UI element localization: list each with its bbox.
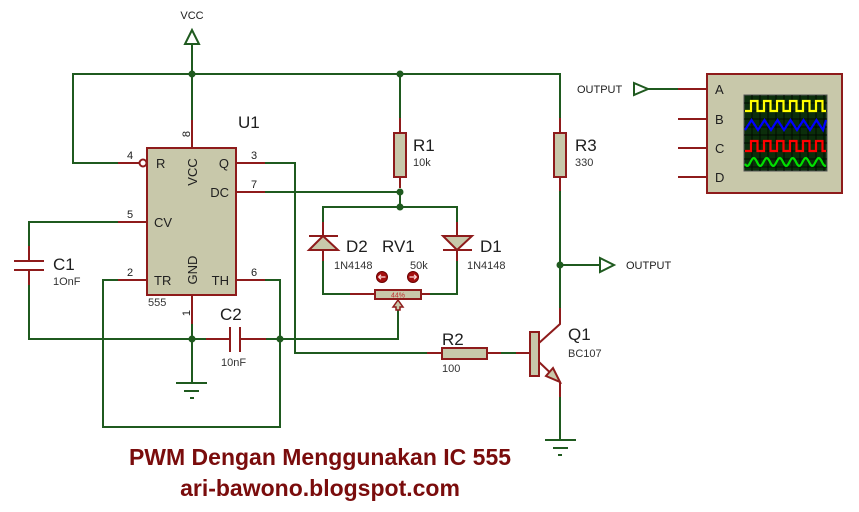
wiper-arrow-icon bbox=[391, 298, 405, 311]
pin-label-cv: CV bbox=[154, 215, 172, 230]
vcc-terminal[interactable]: VCC bbox=[180, 10, 204, 75]
pin-label-dc: DC bbox=[210, 185, 229, 200]
pin-label-tr: TR bbox=[154, 273, 171, 288]
title-line-2: ari-bawono.blogspot.com bbox=[180, 475, 460, 501]
ground-icon bbox=[176, 382, 207, 399]
arrow-left-icon bbox=[378, 274, 386, 280]
pin-label-vcc: VCC bbox=[185, 158, 200, 185]
pin-label-q: Q bbox=[219, 156, 229, 171]
scope-channel-a-label: A bbox=[715, 82, 724, 97]
scope-channel-d-label: D bbox=[715, 170, 724, 185]
vcc-arrow-icon bbox=[183, 27, 201, 45]
scope-channel-c-label: C bbox=[715, 141, 724, 156]
wire-cv-to-c1 bbox=[28, 221, 118, 247]
c1-ref-label: C1 bbox=[53, 255, 75, 274]
title-line-1: PWM Dengan Menggunakan IC 555 bbox=[129, 444, 511, 470]
pin-label-gnd: GND bbox=[185, 256, 200, 285]
lead-q1-collector bbox=[538, 308, 561, 344]
pin-number-7: 7 bbox=[251, 179, 257, 191]
wire-tr-th-loop bbox=[102, 279, 281, 428]
d2-ref-label: D2 bbox=[346, 237, 368, 256]
junction-th bbox=[276, 335, 284, 343]
resistor-r2[interactable]: R2 100 bbox=[427, 330, 502, 375]
scope-traces bbox=[744, 99, 828, 168]
input-arrow-icon bbox=[633, 81, 651, 97]
junction-diodes bbox=[396, 203, 404, 211]
r3-value-label: 330 bbox=[575, 157, 593, 169]
r3-ref-label: R3 bbox=[575, 136, 597, 155]
scope-input-label: OUTPUT bbox=[577, 84, 623, 96]
pin-number-3: 3 bbox=[251, 150, 257, 162]
pin-number-2: 2 bbox=[127, 267, 133, 279]
wire-d2-to-pot bbox=[322, 261, 351, 295]
c2-value-label: 10nF bbox=[221, 357, 246, 369]
emitter-arrow-icon bbox=[544, 366, 563, 384]
wire-diode-top bbox=[322, 206, 458, 223]
d2-value-label: 1N4148 bbox=[334, 260, 373, 272]
pin-number-4: 4 bbox=[127, 150, 133, 162]
q1-base-bar bbox=[529, 331, 540, 377]
q1-ref-label: Q1 bbox=[568, 325, 591, 344]
output-terminal[interactable]: OUTPUT bbox=[559, 256, 672, 274]
pot-decrease-button[interactable] bbox=[376, 271, 388, 283]
wire-ground-bus bbox=[28, 284, 207, 340]
resistor-r1[interactable]: R1 10k bbox=[393, 73, 435, 188]
rv1-value-label: 50k bbox=[410, 260, 428, 272]
d2-triangle-icon bbox=[306, 234, 341, 251]
ic-555-u1[interactable]: 8 4 3 7 5 2 6 1 R VCC Q DC CV TR GND TH … bbox=[72, 73, 266, 325]
diode-d2[interactable]: D2 1N4148 bbox=[306, 222, 373, 272]
scope-trace-d bbox=[744, 156, 827, 168]
scope-trace-c bbox=[745, 139, 826, 153]
rv1-position-label: 44% bbox=[391, 293, 405, 300]
q1-value-label: BC107 bbox=[568, 348, 602, 360]
c1-value-label: 1OnF bbox=[53, 276, 81, 288]
pin-number-5: 5 bbox=[127, 209, 133, 221]
pot-increase-button[interactable] bbox=[407, 271, 419, 283]
junction-gnd bbox=[188, 335, 196, 343]
inverting-bubble-icon bbox=[138, 158, 148, 168]
output-arrow-icon bbox=[599, 256, 617, 274]
r2-value-label: 100 bbox=[442, 363, 460, 375]
d1-ref-label: D1 bbox=[480, 237, 502, 256]
wire-q-to-r2 bbox=[265, 162, 428, 354]
scope-trace-b bbox=[744, 117, 828, 133]
r2-ref-label: R2 bbox=[442, 330, 464, 349]
r1-value-label: 10k bbox=[413, 157, 431, 169]
rv1-ref-label: RV1 bbox=[382, 237, 415, 256]
wire-d1-to-pot bbox=[429, 261, 458, 295]
wire-th-to-wiper bbox=[265, 309, 399, 340]
capacitor-c2[interactable]: C2 10nF bbox=[206, 305, 266, 369]
wire-top-rail bbox=[72, 73, 561, 164]
ground-icon bbox=[545, 439, 576, 456]
oscilloscope[interactable]: A B C D bbox=[678, 73, 843, 194]
c2-ref-label: C2 bbox=[220, 305, 242, 324]
pin-number-6: 6 bbox=[251, 267, 257, 279]
diode-d1[interactable]: D1 1N4148 bbox=[440, 222, 506, 272]
pin-label-r: R bbox=[156, 156, 165, 171]
r2-body bbox=[441, 347, 488, 360]
scope-channel-b-label: B bbox=[715, 112, 724, 127]
vcc-label: VCC bbox=[180, 10, 203, 22]
capacitor-c1[interactable]: C1 1OnF bbox=[14, 246, 81, 288]
output-label: OUTPUT bbox=[626, 260, 672, 272]
scope-trace-a bbox=[745, 99, 826, 113]
pin-number-8: 8 bbox=[181, 131, 193, 137]
pin-label-th: TH bbox=[212, 273, 229, 288]
ic-body bbox=[146, 147, 237, 296]
pin-number-1: 1 bbox=[181, 310, 193, 316]
d1-triangle-icon bbox=[440, 235, 475, 252]
ic-ref-label: U1 bbox=[238, 113, 260, 132]
transistor-q1[interactable]: Q1 BC107 bbox=[516, 308, 602, 398]
d1-value-label: 1N4148 bbox=[467, 260, 506, 272]
ic-part-label: 555 bbox=[148, 297, 166, 309]
arrow-right-icon bbox=[409, 274, 417, 280]
r1-body bbox=[393, 132, 407, 178]
scope-input-terminal[interactable]: OUTPUT bbox=[577, 81, 679, 97]
r3-body bbox=[553, 132, 567, 178]
resistor-r3[interactable]: R3 330 bbox=[553, 118, 597, 192]
potentiometer-rv1[interactable]: 44% RV1 50k bbox=[350, 237, 430, 311]
r1-ref-label: R1 bbox=[413, 136, 435, 155]
